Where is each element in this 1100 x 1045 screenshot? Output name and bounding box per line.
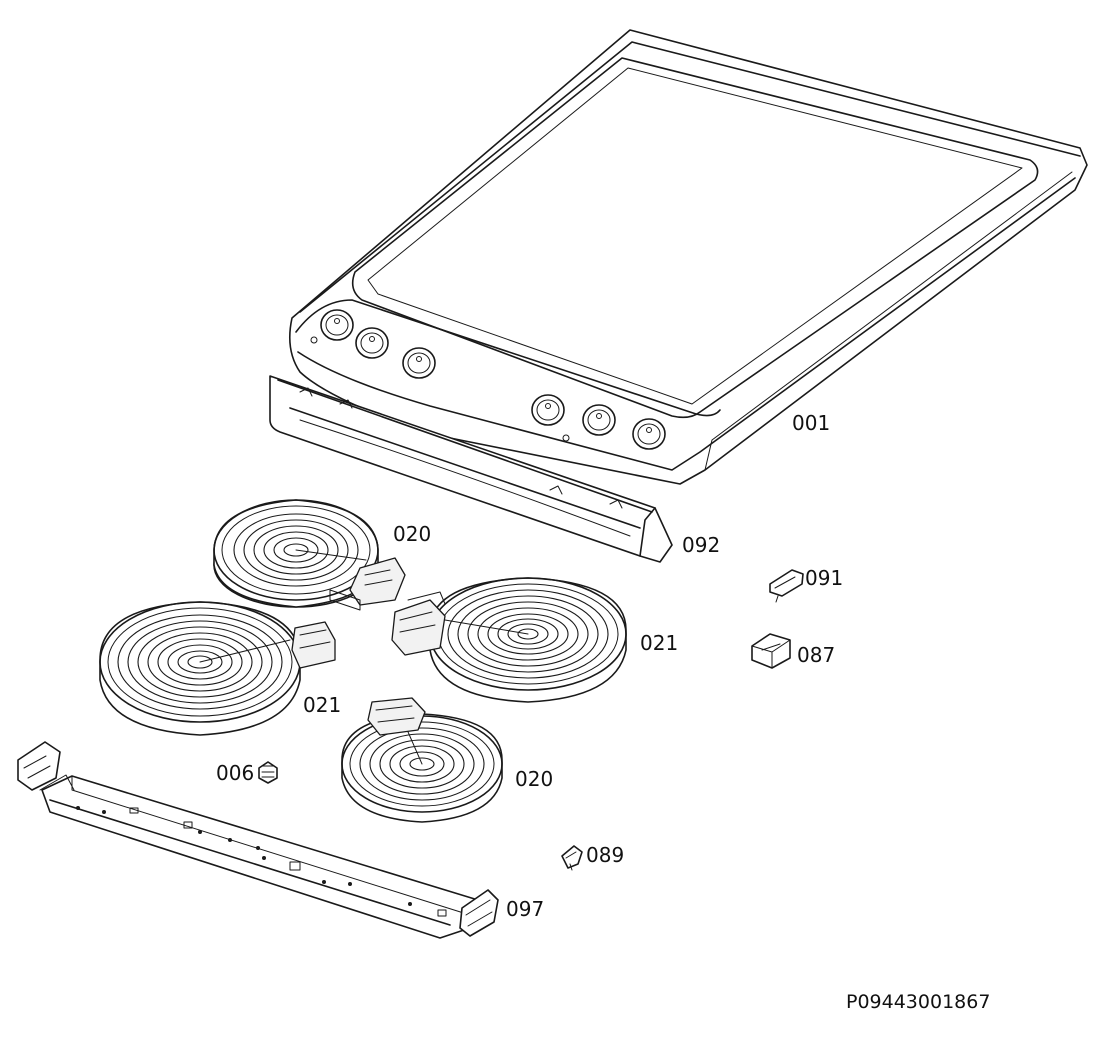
mounting-rail-part[interactable] [17,741,499,939]
part-006-screw[interactable] [258,761,278,784]
callout-087: 087 [797,643,835,667]
hob-top-part[interactable] [289,29,1088,485]
control-knobs [310,309,666,450]
heating-element-021-left[interactable] [99,601,336,736]
front-trim-part[interactable] [269,375,673,563]
callout-097: 097 [506,897,544,921]
callout-006: 006 [216,761,254,785]
callout-092: 092 [682,533,720,557]
drawing-code: P09443001867 [846,991,990,1013]
callout-021-left: 021 [303,693,341,717]
heating-element-020-top[interactable] [213,499,406,611]
callout-001: 001 [792,411,830,435]
callout-020-top: 020 [393,522,431,546]
callout-089: 089 [586,843,624,867]
part-087-bracket[interactable] [751,633,791,669]
part-091-clip[interactable] [769,569,804,603]
callout-021-right: 021 [640,631,678,655]
heating-element-020-bottom[interactable] [341,697,503,823]
heating-element-021-right[interactable] [391,577,627,703]
callout-020-bottom: 020 [515,767,553,791]
part-089-clip[interactable] [561,845,583,871]
callout-091: 091 [805,566,843,590]
